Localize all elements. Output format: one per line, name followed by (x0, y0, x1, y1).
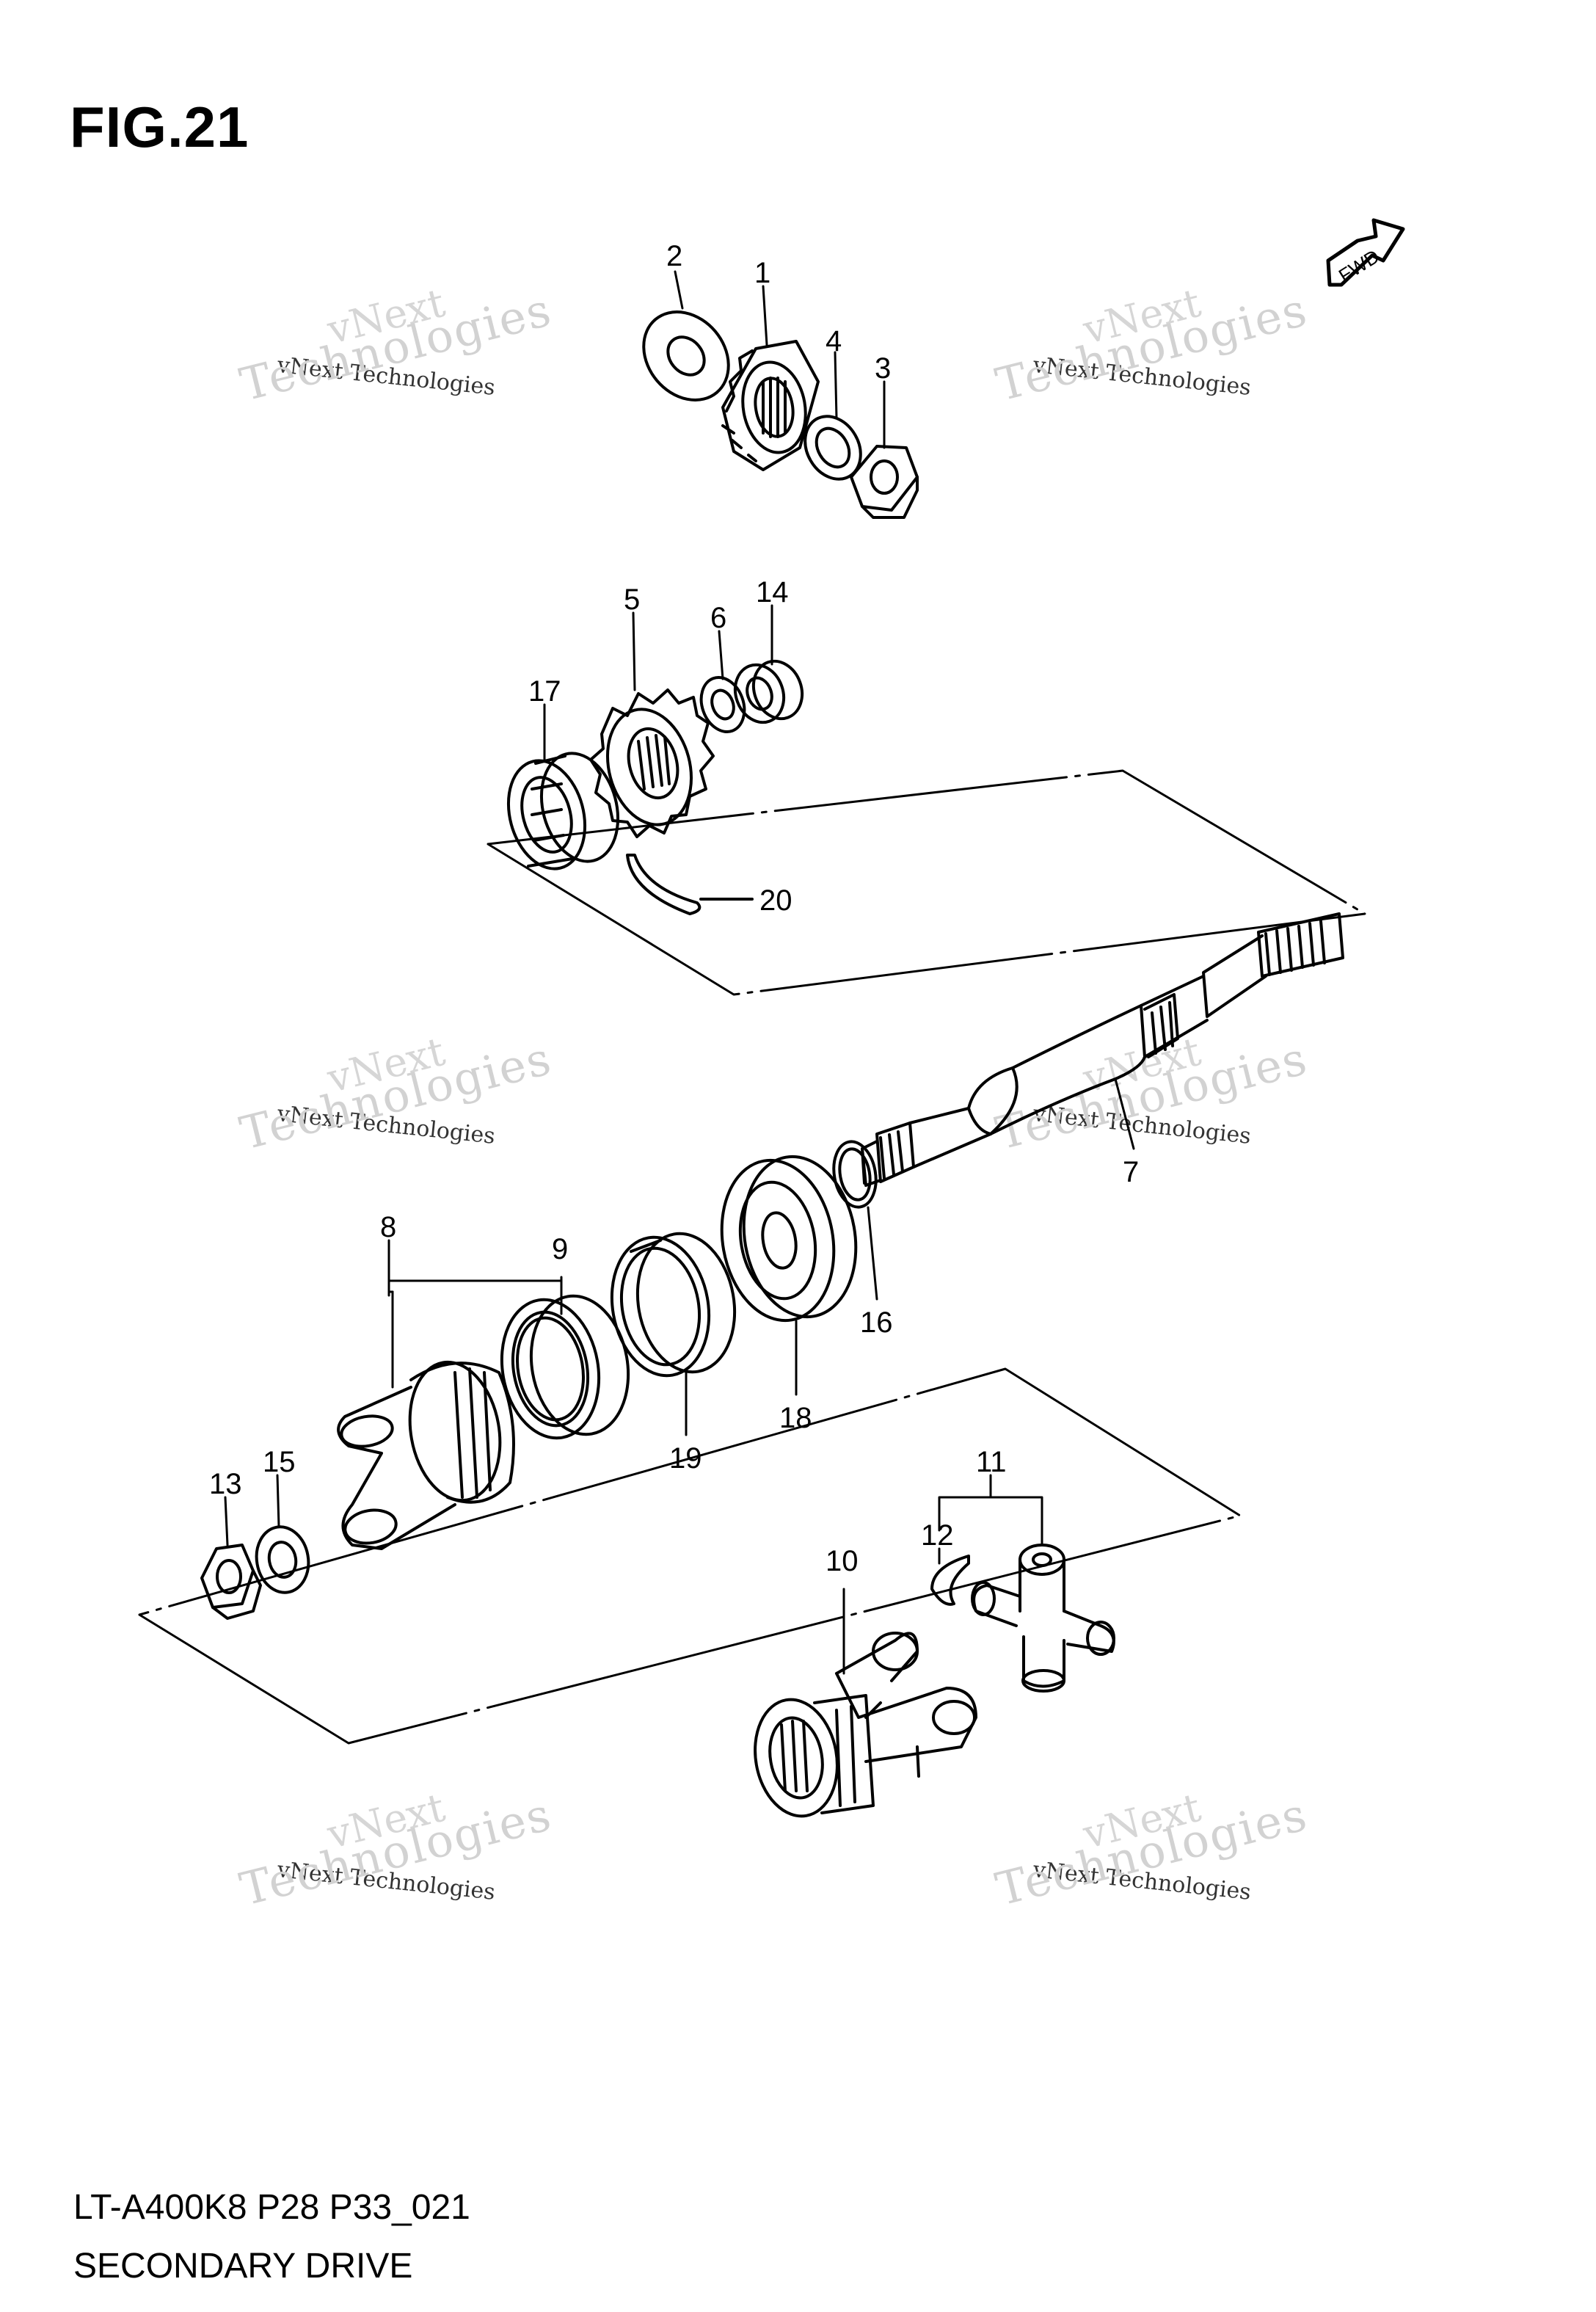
callout-14: 14 (756, 576, 789, 608)
part-11-universal-joint (971, 1544, 1115, 1693)
callout-3: 3 (875, 352, 891, 385)
callout-7: 7 (1123, 1156, 1139, 1188)
callout-12: 12 (921, 1519, 954, 1552)
fwd-arrow-icon: FWD (1326, 218, 1405, 287)
part-6-washer (699, 676, 746, 733)
callout-13: 13 (209, 1468, 242, 1500)
part-7-secondary-shaft (861, 912, 1344, 1187)
part-5-sprocket (589, 688, 715, 838)
part-12-circlip (930, 1555, 970, 1606)
group-outline-lower (138, 1367, 1242, 1745)
part-18-bearing (720, 1155, 858, 1323)
part-19-oil-seal (610, 1232, 737, 1378)
callout-20: 20 (759, 884, 792, 917)
callout-9: 9 (552, 1233, 568, 1265)
callout-18: 18 (779, 1402, 812, 1434)
part-16-o-ring (832, 1140, 878, 1209)
callout-4: 4 (826, 325, 842, 357)
part-10-yoke (754, 1632, 977, 1818)
callout-5: 5 (624, 584, 640, 616)
callout-10: 10 (826, 1545, 859, 1577)
callout-6: 6 (710, 602, 726, 634)
part-1-bevel-gear (721, 340, 820, 471)
callout-8: 8 (380, 1211, 396, 1243)
callout-15: 15 (263, 1446, 296, 1478)
part-17-bearing (506, 752, 620, 870)
callout-2: 2 (666, 240, 682, 272)
part-14-nut (733, 659, 804, 724)
callout-17: 17 (528, 675, 561, 708)
part-2-washer (642, 310, 730, 401)
callout-19: 19 (669, 1442, 702, 1475)
part-3-nut (850, 445, 919, 519)
group-outline-upper (487, 769, 1366, 996)
leader-lines (224, 270, 1135, 1675)
figure-title: FIG.21 (70, 95, 249, 159)
model-code: LT-A400K8 P28 P33_021 (73, 2188, 470, 2227)
part-15-washer (255, 1525, 310, 1594)
callout-16: 16 (860, 1306, 893, 1339)
callout-1: 1 (754, 257, 770, 289)
callouts: 1 2 3 4 5 6 7 8 9 10 11 12 13 14 15 16 1… (209, 240, 1139, 1577)
part-8-final-drive-yoke (337, 1360, 515, 1550)
part-4-washer (804, 415, 862, 481)
part-9-dust-seal (500, 1294, 630, 1440)
callout-11: 11 (976, 1446, 1007, 1478)
part-20-circlip (626, 854, 754, 915)
section-title: SECONDARY DRIVE (73, 2247, 413, 2286)
part-13-nut (200, 1544, 262, 1620)
